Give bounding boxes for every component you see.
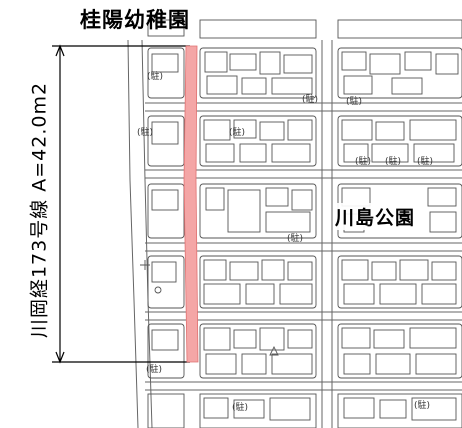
parking-icon: (駐) <box>147 72 164 82</box>
parking-icon: (駐) <box>385 157 402 167</box>
park-label: 川島公園 <box>333 203 418 230</box>
parking-icon: (駐) <box>355 157 372 167</box>
parking-icon: (駐) <box>302 95 319 105</box>
parking-icon: (駐) <box>346 97 363 107</box>
parking-icon: (駐) <box>137 128 154 138</box>
parking-icon: (駐) <box>146 365 163 375</box>
road-segment-label: 川岡経173号線 A=42.0m2 <box>28 81 51 339</box>
parking-icon: (駐) <box>287 234 304 244</box>
kindergarten-label: 桂陽幼稚園 <box>80 8 190 32</box>
parking-icon: (駐) <box>232 403 249 413</box>
dimension-line <box>52 44 190 364</box>
parking-icon: (駐) <box>417 157 434 167</box>
parking-icon: (駐) <box>414 401 431 411</box>
parking-icon: (駐) <box>229 128 246 138</box>
building-outlines <box>140 19 462 428</box>
highlighted-road-173[interactable] <box>183 45 199 363</box>
